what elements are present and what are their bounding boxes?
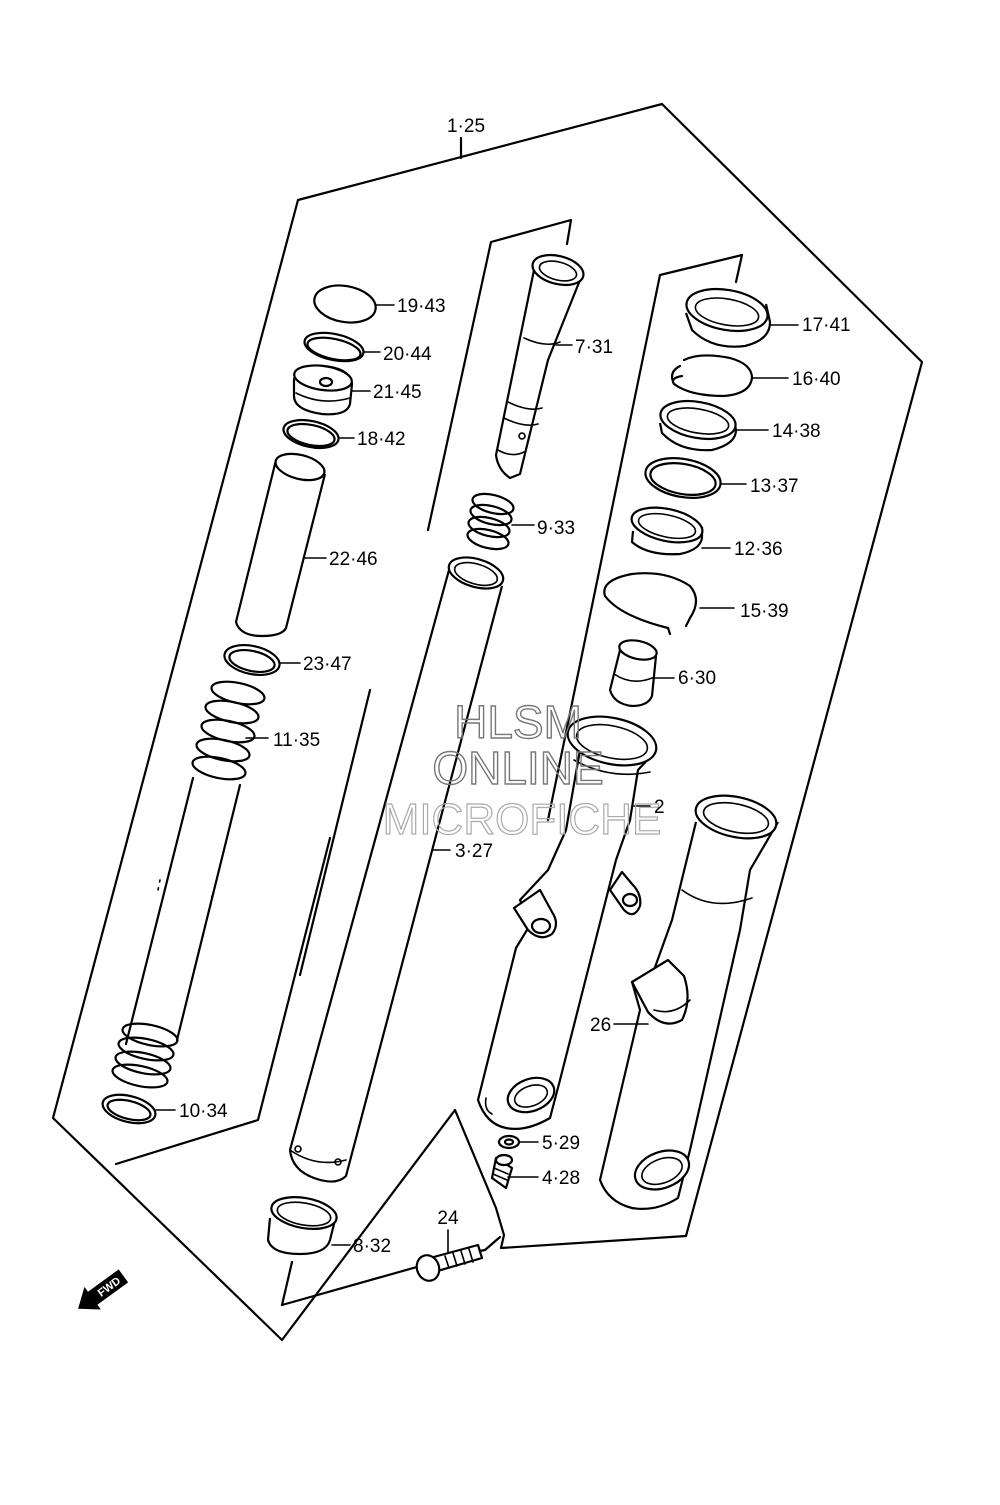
left-group-outline: [298, 688, 372, 977]
callout-18-42: 18·42: [357, 429, 406, 450]
rebound-spring-part: [466, 492, 515, 551]
drain-bolt-part: [490, 1153, 514, 1190]
assembly-outline: [51, 102, 924, 1342]
guide-bushing-part: [630, 506, 704, 556]
middle-group-outline: [426, 218, 573, 532]
oil-lock-piece-part: [266, 1196, 338, 1256]
callout-20-44: 20·44: [383, 344, 432, 365]
callout-11-35: 11·35: [273, 730, 320, 751]
snap-ring-part: [603, 572, 698, 636]
callout-15-39: 15·39: [740, 601, 789, 622]
callout-5-29: 5·29: [542, 1133, 580, 1154]
watermark-line3: MICROFICHE: [383, 795, 662, 844]
outer-tube-rear-part: [598, 794, 779, 1210]
callout-2: 2: [654, 797, 665, 818]
fork-spring-part: [111, 680, 266, 1089]
inner-tube-part: [288, 556, 505, 1183]
callout-23-47: 23·47: [303, 654, 352, 675]
callout-9-33: 9·33: [537, 518, 575, 539]
cap-part: [313, 284, 377, 324]
plug-part: [292, 364, 354, 416]
callout-13-37: 13·37: [750, 476, 799, 497]
callout-19-43: 19·43: [397, 296, 446, 317]
outer-tube-part: [476, 715, 658, 1130]
callout-3-27: 3·27: [455, 841, 493, 862]
callout-26: 26: [590, 1015, 611, 1036]
watermark-line1: HLSM: [454, 696, 582, 748]
seat-washer-part: [101, 1093, 157, 1125]
damper-rod-part: [494, 253, 585, 480]
spacer-tube-part: [234, 452, 327, 638]
callout-7-31: 7·31: [575, 337, 613, 358]
callout-21-45: 21·45: [373, 382, 422, 403]
stopper-ring-part: [670, 354, 754, 398]
callout-4-28: 4·28: [542, 1168, 580, 1189]
oil-seal-part: [658, 399, 738, 452]
callout-16-40: 16·40: [792, 369, 841, 390]
callout-14-38: 14·38: [772, 421, 821, 442]
o-ring-part: [282, 418, 340, 450]
callout-8-32: 8·32: [353, 1236, 391, 1257]
callout-24: 24: [437, 1208, 459, 1229]
watermark-line2: ONLINE: [432, 742, 603, 794]
circlip-part: [303, 331, 365, 363]
callout-6-30: 6·30: [678, 668, 716, 689]
callout-1-25: 1·25: [447, 116, 485, 137]
fwd-arrow-icon: FWD: [78, 1269, 129, 1310]
callout-22-46: 22·46: [329, 549, 378, 570]
callout-17-41: 17·41: [802, 315, 851, 336]
right-group-outline: [546, 253, 744, 822]
slide-bushing-part: [608, 639, 658, 708]
callout-10-34: 10·34: [179, 1101, 228, 1122]
washer-part: [223, 644, 281, 676]
callout-12-36: 12·36: [734, 539, 783, 560]
retainer-ring-part: [644, 457, 722, 499]
socket-bolt-part: [415, 1243, 484, 1282]
washer-small-part: [497, 1134, 521, 1150]
dust-seal-part: [684, 287, 772, 348]
